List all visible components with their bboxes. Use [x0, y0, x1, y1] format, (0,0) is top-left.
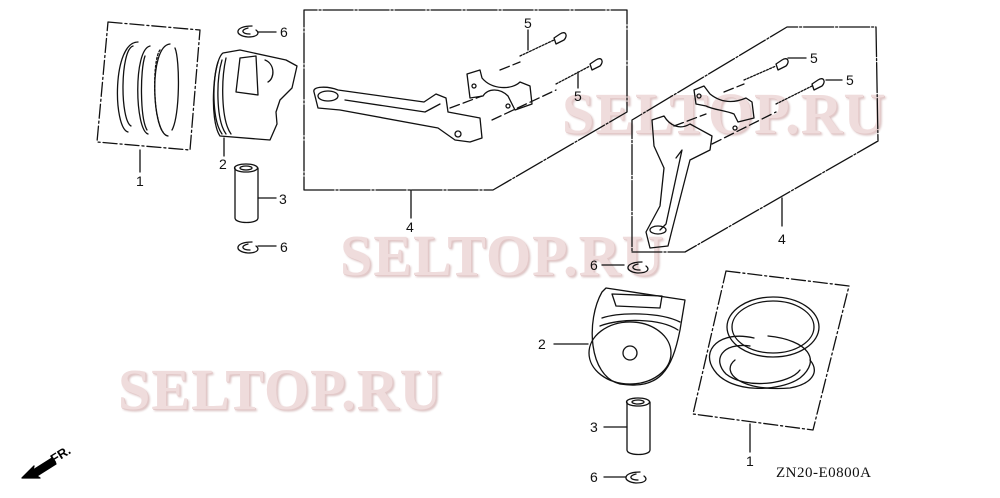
callout-piston-right: 2 [538, 336, 546, 352]
callout-piston-left: 2 [219, 156, 227, 172]
pin-clip-left-top [237, 25, 277, 38]
diagram-code: ZN20-E0800A [776, 465, 872, 481]
callout-ring-set-left: 1 [136, 173, 144, 189]
callout-pin-right: 3 [590, 419, 598, 435]
piston-ring [116, 41, 139, 133]
piston-pin-left [233, 163, 277, 224]
callout-bolt-left-1: 5 [524, 15, 532, 31]
callout-clip-left-top: 6 [280, 24, 288, 40]
piston-right [553, 287, 686, 386]
ring-set-box [692, 270, 850, 431]
callout-clip-right-bottom: 6 [590, 469, 598, 485]
ring-set-box [96, 21, 201, 151]
piston-ring-set-right [692, 270, 850, 453]
callout-bolt-right-1: 5 [810, 50, 818, 66]
watermark-bottom-left: SELTOP.RU [118, 357, 443, 422]
callout-conrod-left: 4 [406, 219, 414, 235]
piston-left [212, 49, 298, 157]
piston-pin-right [603, 397, 651, 456]
callout-bolt-right-2: 5 [846, 72, 854, 88]
piston-ring [137, 45, 151, 135]
callout-bolt-left-2: 5 [574, 88, 582, 104]
pin-clip-right-bottom [603, 471, 647, 484]
callout-ring-set-right: 1 [746, 453, 754, 469]
piston-ring-set-left [96, 21, 201, 173]
callout-clip-right-top: 6 [590, 257, 598, 273]
pin-clip-right-top [601, 261, 649, 274]
connecting-rod-assembly-left [303, 9, 628, 219]
callout-conrod-right: 4 [778, 231, 786, 247]
watermark-middle: SELTOP.RU [340, 223, 665, 288]
front-direction-arrow [21, 457, 57, 479]
connecting-rod-assembly-right [631, 26, 879, 253]
callout-clip-left-bottom: 6 [280, 239, 288, 255]
callout-pin-left: 3 [279, 191, 287, 207]
pin-clip-left-bottom [237, 241, 277, 254]
